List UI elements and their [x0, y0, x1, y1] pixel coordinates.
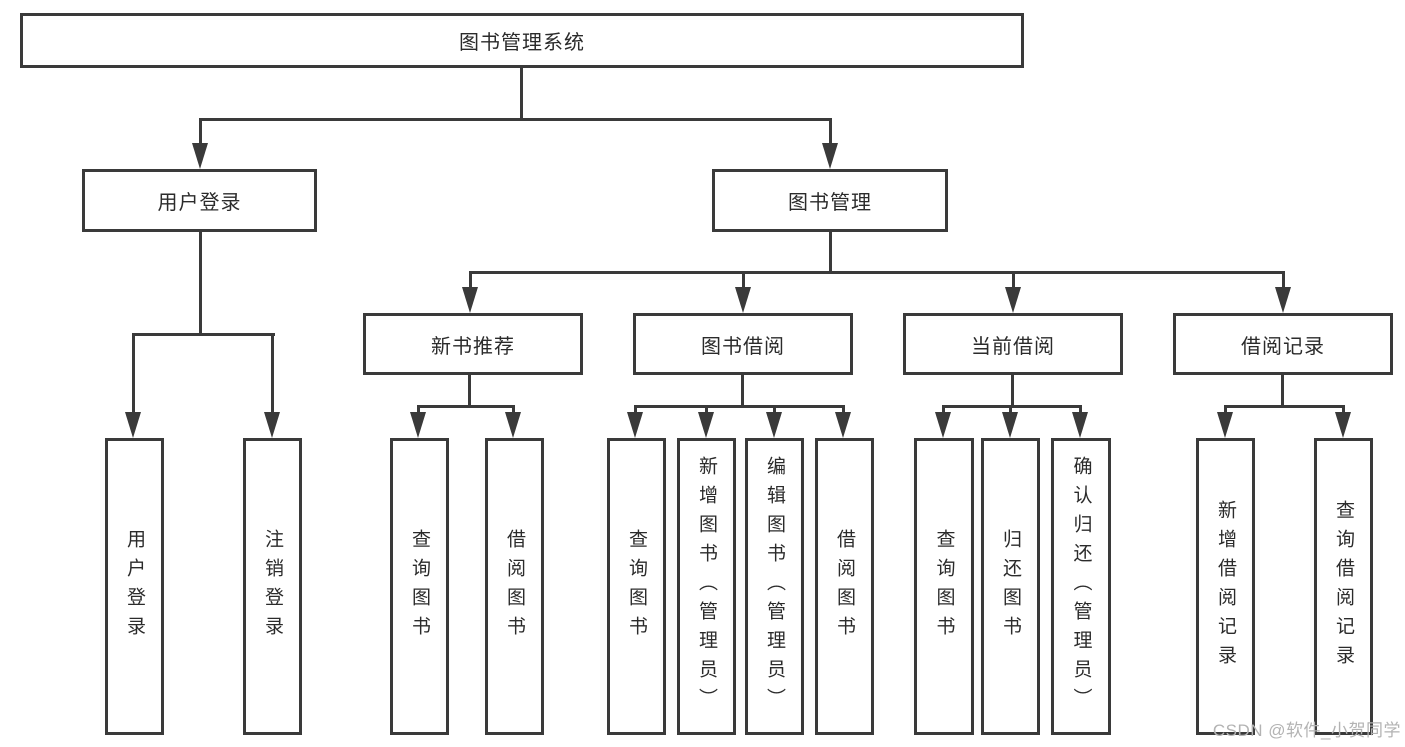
node-user-login-label: 用户登录: [157, 192, 242, 214]
arrow-down-icon: [462, 287, 478, 313]
connector-borrow-record-stem: [1281, 375, 1284, 408]
arrow-down-icon: [835, 412, 851, 438]
leaf-confirm-return-admin-label: 确认归还（管理员）: [1070, 456, 1092, 717]
leaf-borrow-books-2-label: 借阅图书: [834, 528, 855, 645]
leaf-query-books-3-label: 查询图书: [933, 528, 955, 645]
connector-level2-bar: [199, 118, 832, 121]
connector-stem: [634, 405, 637, 412]
leaf-add-books-admin: 新增图书（管理员）: [677, 438, 736, 735]
leaf-query-books-1: 查询图书: [390, 438, 449, 735]
arrow-down-icon: [627, 412, 643, 438]
arrow-down-icon: [1275, 287, 1291, 313]
node-new-book-recommend: 新书推荐: [363, 313, 583, 375]
connector-user-login-bar: [132, 333, 275, 336]
node-book-borrow: 图书借阅: [633, 313, 853, 375]
leaf-logout-label: 注销登录: [262, 528, 283, 645]
leaf-return-books: 归还图书: [981, 438, 1040, 735]
arrow-down-icon: [1335, 412, 1351, 438]
arrow-down-icon: [410, 412, 426, 438]
leaf-query-books-2: 查询图书: [607, 438, 666, 735]
connector-new-book-bar: [417, 405, 515, 408]
node-book-borrow-label: 图书借阅: [701, 335, 785, 358]
leaf-edit-books-admin-label: 编辑图书（管理员）: [764, 456, 785, 717]
arrow-down-icon: [505, 412, 521, 438]
connector-root-stem: [520, 68, 523, 118]
connector-book-borrow-bar: [634, 405, 845, 408]
leaf-query-borrow-record-label: 查询借阅记录: [1333, 499, 1354, 674]
connector-stem-user-login: [199, 118, 202, 144]
connector-book-management-stem: [829, 232, 832, 273]
connector-stem-leaf-logout: [271, 333, 274, 412]
arrow-down-icon: [1072, 412, 1088, 438]
node-book-management: 图书管理: [712, 169, 948, 232]
arrow-down-icon: [822, 143, 838, 169]
node-current-borrow: 当前借阅: [903, 313, 1123, 375]
connector-stem-borrow-record: [1282, 271, 1285, 287]
node-current-borrow-label: 当前借阅: [971, 335, 1055, 358]
leaf-borrow-books-1: 借阅图书: [485, 438, 544, 735]
leaf-user-login-label: 用户登录: [124, 528, 145, 645]
leaf-return-books-label: 归还图书: [1000, 528, 1021, 645]
leaf-query-books-2-label: 查询图书: [626, 528, 647, 645]
connector-stem-new-book: [469, 271, 472, 287]
connector-current-borrow-bar: [942, 405, 1082, 408]
connector-borrow-record-bar: [1224, 405, 1344, 408]
connector-user-login-stem: [199, 232, 202, 336]
arrow-down-icon: [1002, 412, 1018, 438]
arrow-down-icon: [125, 412, 141, 438]
csdn-watermark: CSDN @软件_小贺同学: [1212, 721, 1401, 740]
node-root: 图书管理系统: [20, 13, 1024, 68]
connector-stem: [773, 405, 776, 412]
connector-stem-book-management: [829, 118, 832, 144]
node-new-book-recommend-label: 新书推荐: [431, 335, 515, 358]
leaf-add-books-admin-label: 新增图书（管理员）: [696, 456, 717, 717]
connector-stem: [417, 405, 420, 412]
connector-stem-current-borrow: [1012, 271, 1015, 287]
connector-level3-bar: [469, 271, 1285, 274]
node-root-label: 图书管理系统: [459, 32, 585, 54]
node-user-login: 用户登录: [82, 169, 317, 232]
leaf-edit-books-admin: 编辑图书（管理员）: [745, 438, 804, 735]
node-borrow-record-label: 借阅记录: [1241, 335, 1325, 358]
connector-stem: [705, 405, 708, 412]
leaf-logout: 注销登录: [243, 438, 302, 735]
leaf-confirm-return-admin: 确认归还（管理员）: [1051, 438, 1111, 735]
leaf-user-login: 用户登录: [105, 438, 164, 735]
node-book-management-label: 图书管理: [788, 192, 872, 214]
arrow-down-icon: [735, 287, 751, 313]
arrow-down-icon: [192, 143, 208, 169]
arrow-down-icon: [935, 412, 951, 438]
arrow-down-icon: [264, 412, 280, 438]
leaf-query-books-3: 查询图书: [914, 438, 974, 735]
arrow-down-icon: [1005, 287, 1021, 313]
arrow-down-icon: [1217, 412, 1233, 438]
connector-stem: [1224, 405, 1227, 412]
connector-stem-book-borrow: [742, 271, 745, 287]
connector-stem: [512, 405, 515, 412]
connector-current-borrow-stem: [1011, 375, 1014, 408]
connector-stem: [942, 405, 945, 412]
connector-book-borrow-stem: [741, 375, 744, 408]
leaf-borrow-books-2: 借阅图书: [815, 438, 874, 735]
node-borrow-record: 借阅记录: [1173, 313, 1393, 375]
leaf-add-borrow-record-label: 新增借阅记录: [1215, 499, 1236, 674]
connector-stem-leaf-user-login: [132, 333, 135, 412]
arrow-down-icon: [698, 412, 714, 438]
connector-stem: [842, 405, 845, 412]
arrow-down-icon: [766, 412, 782, 438]
leaf-borrow-books-1-label: 借阅图书: [504, 528, 525, 645]
connector-new-book-stem: [468, 375, 471, 408]
connector-stem: [1009, 405, 1012, 412]
leaf-query-borrow-record: 查询借阅记录: [1314, 438, 1373, 735]
connector-stem: [1342, 405, 1345, 412]
connector-stem: [1079, 405, 1082, 412]
leaf-query-books-1-label: 查询图书: [409, 528, 430, 645]
leaf-add-borrow-record: 新增借阅记录: [1196, 438, 1255, 735]
